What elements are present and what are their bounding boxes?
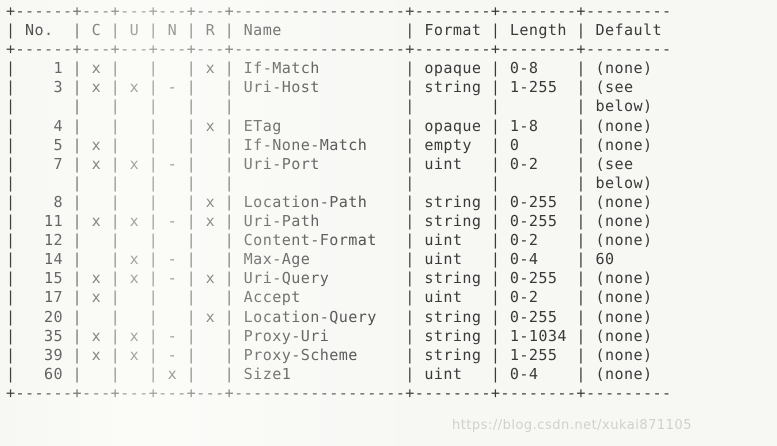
coap-option-numbers-ascii-table: +------+---+---+---+---+----------------… xyxy=(6,2,672,402)
watermark-text: https://blog.csdn.net/xukai871105 xyxy=(452,418,692,433)
